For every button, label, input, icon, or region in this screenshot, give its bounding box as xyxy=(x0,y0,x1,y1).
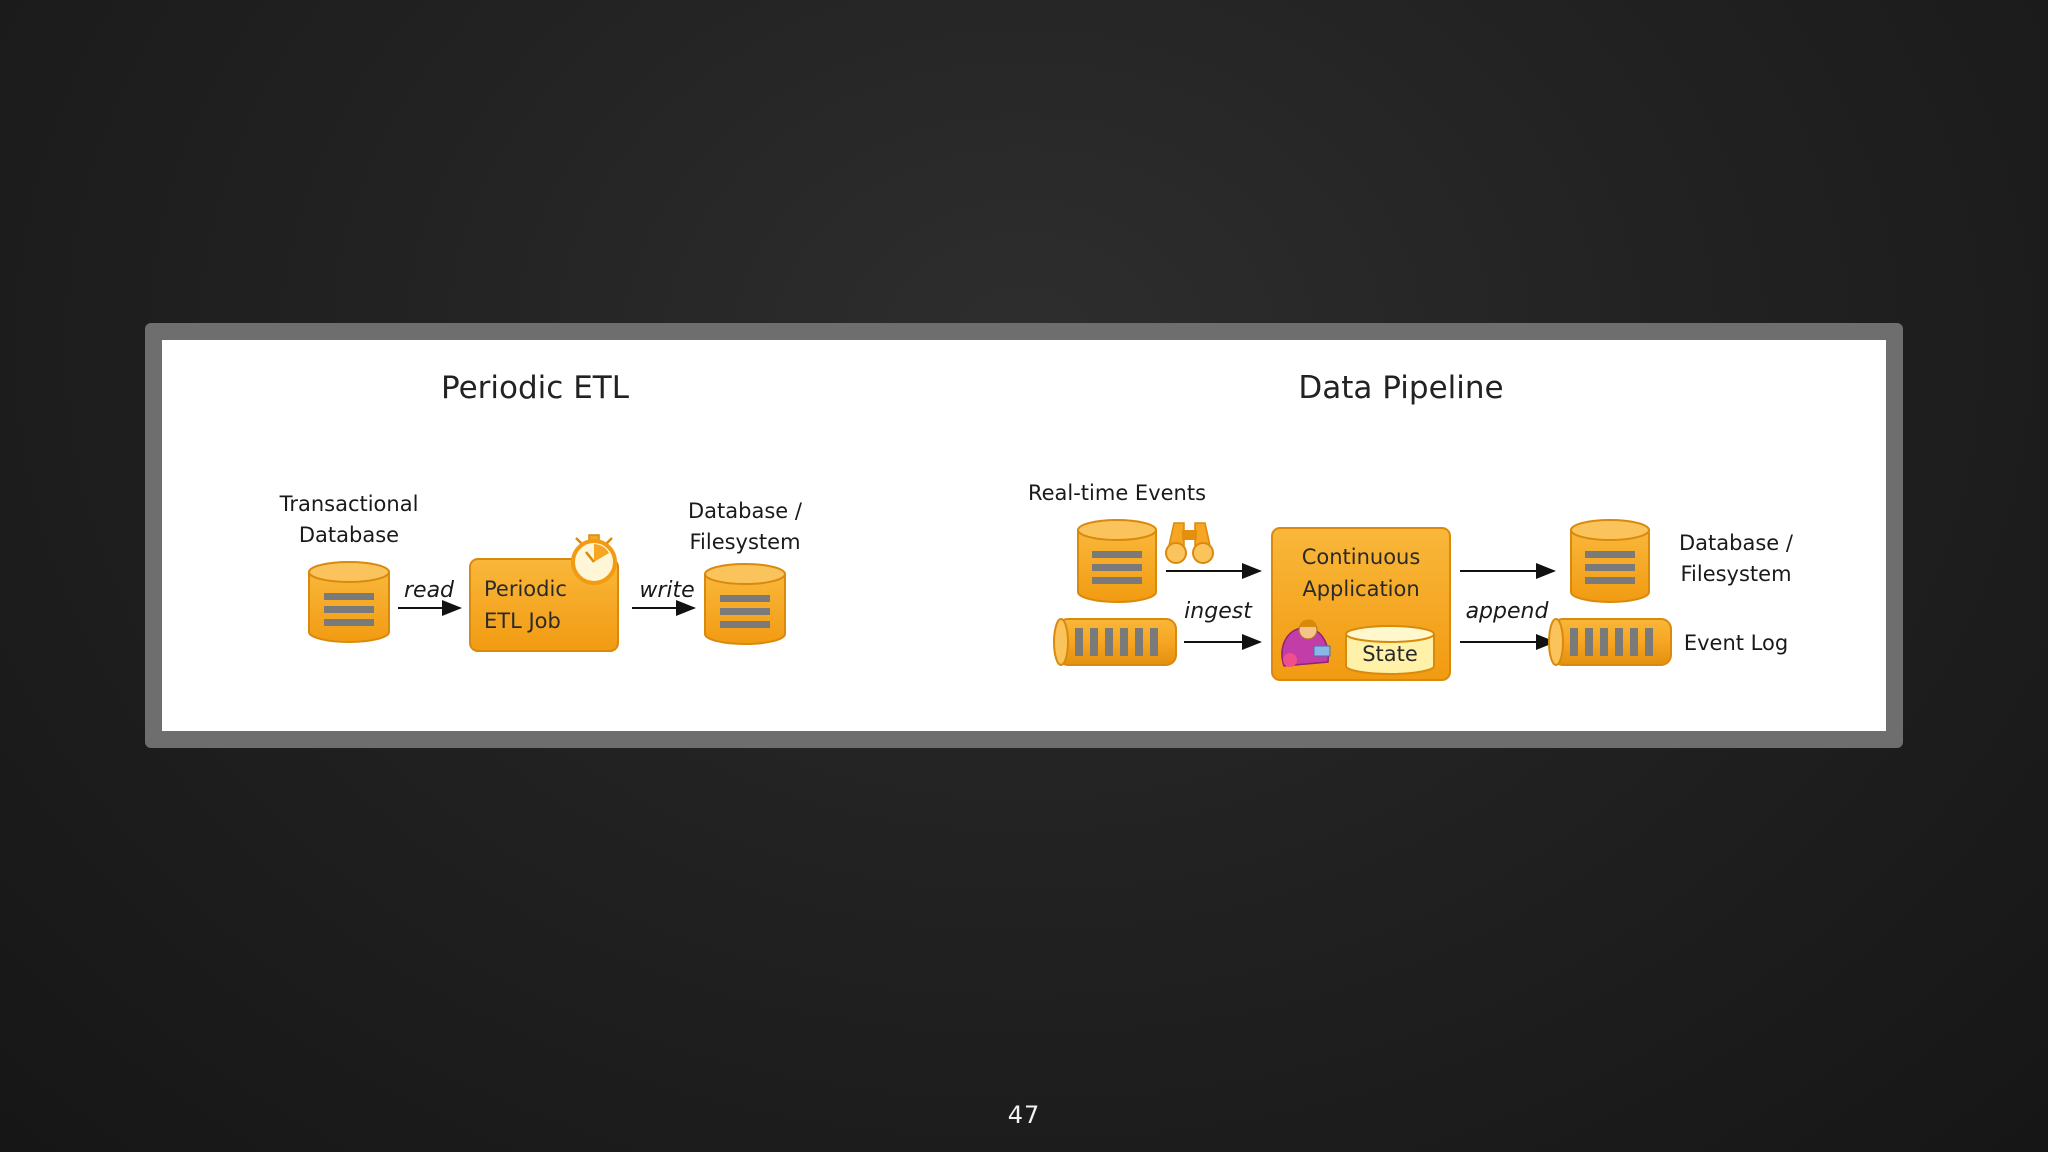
write-label: write xyxy=(639,578,694,603)
events-log-icon xyxy=(1053,618,1177,666)
etl-job-label-line1: Periodic xyxy=(484,577,567,601)
events-database-icon xyxy=(1077,519,1157,603)
etl-vs-pipeline-diagram: Periodic ETL Transactional Database read… xyxy=(279,370,1794,681)
transactional-db-label-line1: Transactional xyxy=(279,492,419,516)
append-label: append xyxy=(1466,599,1550,624)
pipeline-target-label-line1: Database / xyxy=(1679,531,1794,555)
slide-frame: Periodic ETL Transactional Database read… xyxy=(145,323,1903,748)
pipeline-target-database-icon xyxy=(1570,519,1650,603)
etl-target-label-line1: Database / xyxy=(688,499,803,523)
realtime-events-label: Real-time Events xyxy=(1028,481,1206,505)
etl-target-database-icon xyxy=(704,563,786,645)
stopwatch-icon xyxy=(571,534,617,585)
state-label: State xyxy=(1362,642,1418,666)
etl-job-label-line2: ETL Job xyxy=(484,609,561,633)
periodic-etl-title: Periodic ETL xyxy=(441,370,630,406)
transactional-database-icon xyxy=(308,561,390,643)
app-label-line2: Application xyxy=(1302,577,1419,601)
etl-target-label-line2: Filesystem xyxy=(689,530,800,554)
app-label-line1: Continuous xyxy=(1302,545,1421,569)
pipeline-target-label-line2: Filesystem xyxy=(1680,562,1791,586)
pipeline-event-log-icon xyxy=(1548,618,1672,666)
transactional-db-label-line2: Database xyxy=(299,523,399,547)
data-pipeline-title: Data Pipeline xyxy=(1298,370,1503,406)
state-store-icon: State xyxy=(1345,625,1435,675)
ingest-label: ingest xyxy=(1184,599,1253,624)
binoculars-icon xyxy=(1165,522,1214,564)
periodic-etl-job-box: Periodic ETL Job xyxy=(469,558,619,652)
event-log-label: Event Log xyxy=(1684,631,1788,655)
person-icon xyxy=(1281,619,1331,667)
slide-page-number: 47 xyxy=(1007,1101,1041,1129)
slide-panel: Periodic ETL Transactional Database read… xyxy=(162,340,1886,731)
read-label: read xyxy=(404,578,455,603)
